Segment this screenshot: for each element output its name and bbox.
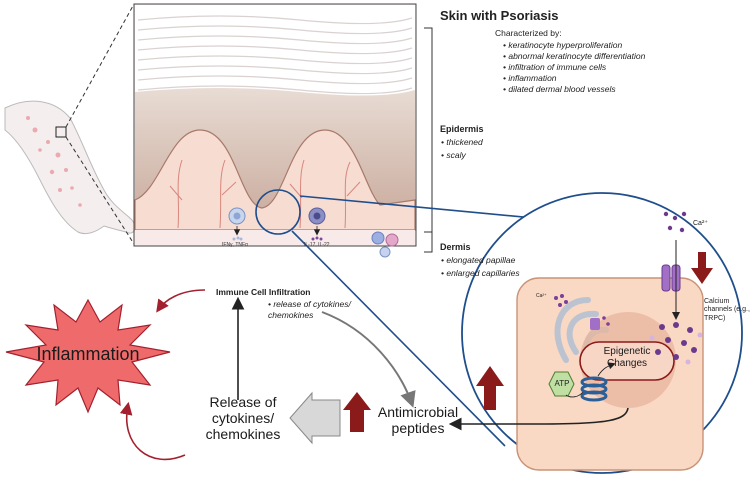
immune-label: Immune Cell Infiltration — [216, 287, 311, 297]
characterized-heading: Characterized by: — [495, 28, 562, 38]
calcium-channels-label: Calcium channels (e.g., TRPC) — [704, 298, 750, 322]
antimicrobial-label: Antimicrobial peptides — [377, 404, 459, 437]
dermis-item: • elongated papillae — [441, 255, 516, 265]
epidermis-item: • thickened — [441, 137, 483, 147]
characterized-item: • keratinocyte hyperproliferation — [503, 40, 623, 50]
epigenetic-label: Epigenetic Changes — [603, 346, 651, 369]
dermis-item: • enlarged capillaries — [441, 268, 520, 278]
zoom-lines — [65, 3, 135, 245]
characterized-item: • abnormal keratinocyte differentiation — [503, 51, 646, 61]
flow — [5, 289, 416, 461]
ca-inner-label: Ca²⁺ — [536, 293, 547, 299]
epidermis-label: Epidermis — [440, 124, 484, 134]
epidermis-item: • scaly — [441, 150, 466, 160]
atp-label: ATP — [554, 379, 570, 388]
page-title: Skin with Psoriasis — [440, 8, 559, 23]
characterized-item: • inflammation — [503, 73, 557, 83]
inflammation-burst — [5, 298, 171, 414]
ca-top-label: Ca²⁺ — [693, 220, 708, 227]
brackets — [424, 27, 433, 253]
dermis-label: Dermis — [440, 242, 471, 252]
arm-illustration — [4, 100, 136, 235]
keratinocyte — [448, 211, 713, 471]
release-label: Release of cytokines/ chemokines — [205, 394, 281, 443]
inflammation-label: Inflammation — [36, 344, 140, 364]
characterized-list: • keratinocyte hyperproliferation • abno… — [503, 40, 645, 94]
skin-cross-section — [133, 3, 417, 258]
cell-label-ifn: IFNγ, TNFα — [222, 242, 248, 248]
characterized-item: • infiltration of immune cells — [503, 62, 607, 72]
immune-item: • release of cytokines/ chemokines — [268, 299, 351, 320]
characterized-item: • dilated dermal blood vessels — [503, 84, 616, 94]
cell-label-il: IL-17, IL-22 — [304, 242, 330, 248]
